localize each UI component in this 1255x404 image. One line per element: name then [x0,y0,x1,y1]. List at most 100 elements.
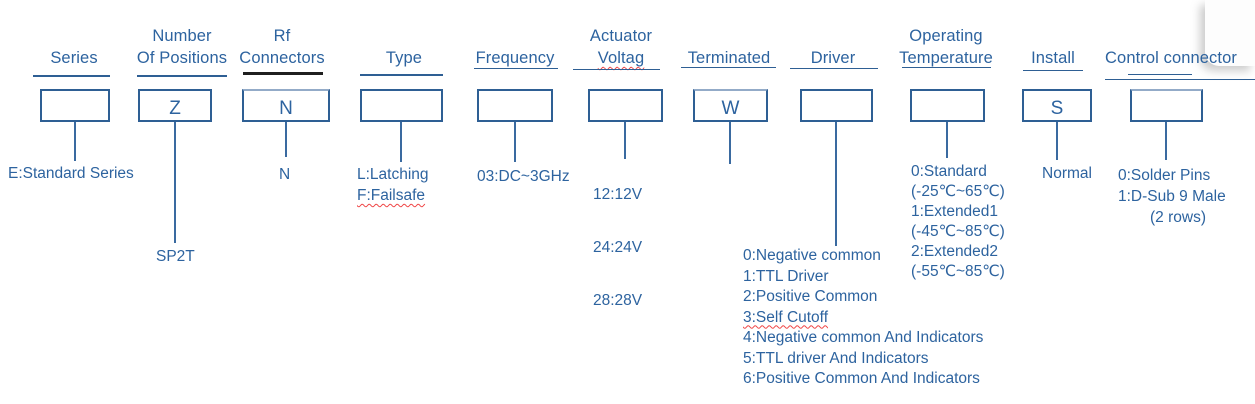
actuator-voltage-note: 12:12V [593,185,642,206]
note-line: 3:Self Cutoff [743,308,829,326]
series-box [40,89,110,122]
note-line: (-45℃~85℃) [911,223,1005,240]
note-line: 2:Positive Common [743,288,878,305]
header-line: Type [385,49,423,67]
actuator-voltage-header-underline [573,69,660,71]
install-note: Normal [1042,164,1092,185]
note-line: 6:Positive Common And Indicators [743,370,980,387]
rf-connectors-box: N [242,89,330,122]
type-header: Type [386,47,422,69]
note-line: SP2T [156,248,195,265]
number-of-positions-stem-line [174,121,176,243]
rf-connectors-stem-line [285,121,287,157]
note-line: L:Latching [357,166,429,183]
terminated-header-underline [681,67,776,69]
frequency-header: Frequency [476,47,555,69]
series-stem-line [74,121,76,161]
driver-header-underline [790,68,878,70]
header-line: Install [1031,49,1075,67]
type-header-underline [360,74,443,76]
frequency-stem-line [514,121,516,162]
header-line: Actuator [589,27,653,45]
type-box [360,89,443,122]
box-value: S [1050,98,1064,119]
install-box: S [1022,89,1092,122]
header-line: Voltag [597,49,645,67]
terminated-box: W [693,89,768,122]
note-line: 0:Negative common [743,247,881,264]
note-line: 03:DC~3GHz [477,168,570,185]
driver-header: Driver [811,47,856,69]
note-line: (-25℃~65℃) [911,183,1005,200]
box-value: Z [169,98,181,119]
operating-temperature-box [910,89,985,122]
note-line: N [279,166,291,183]
header-line: Rf [273,27,291,45]
header-line: Operating [909,27,983,45]
frequency-header-underline [474,68,558,70]
page-corner-overlay [1205,0,1255,66]
header-line: Temperature [899,49,993,67]
note-line: 5:TTL driver And Indicators [743,349,929,367]
header-line: Connectors [239,49,325,67]
actuator-voltage-box [588,89,663,122]
actuator-voltage-note: 28:28V [593,291,642,312]
control-connector-note-list: 0:Solder Pins 1:D-Sub 9 Male (2 rows) [1118,165,1226,228]
header-line: Of Positions [136,49,228,67]
note-line: Normal [1042,165,1092,182]
box-value: N [279,98,293,119]
note-line: F:Failsafe [357,187,426,204]
note-line: 24:24V [593,239,643,256]
driver-box [800,89,873,122]
note-line: (2 rows) [1150,209,1206,226]
note-line: 2:Extended2 [911,243,999,260]
rf-connectors-header: Rf Connectors [239,25,324,69]
note-line: 12:12V [593,186,643,203]
header-line: Series [50,49,98,67]
header-line: Control connector [1105,49,1237,67]
frequency-box [477,89,553,122]
header-line: Frequency [475,49,555,67]
note-line: 0:Standard [911,163,987,180]
number-of-positions-box: Z [138,89,212,122]
rf-connectors-note: N [279,165,290,186]
note-line: 1:D-Sub 9 Male [1118,188,1226,205]
operating-temperature-header: Operating Temperature [899,25,993,69]
type-note: L:Latching F:Failsafe [357,164,429,206]
control-connector-header: Control connector [1105,47,1237,69]
actuator-voltage-stem-line [624,121,626,159]
actuator-voltage-note: 24:24V [593,238,642,259]
header-line: Number [152,27,212,45]
install-header-underline [1023,70,1083,72]
type-stem-line [400,121,402,162]
header-line: Terminated [687,49,771,67]
header-line: Driver [810,49,856,67]
series-header: Series [50,47,97,69]
control-connector-stem-line [1165,120,1167,160]
control-connector-header-underline-short [1128,74,1192,76]
control-connector-box [1130,89,1203,122]
actuator-voltage-header: Actuator Voltag [590,25,652,69]
driver-note-list: 0:Negative common 1:TTL Driver 2:Positiv… [743,246,983,390]
series-note: E:Standard Series [8,164,134,185]
note-line: 28:28V [593,292,643,309]
driver-stem-line [835,121,837,246]
rf-connectors-header-underline [243,72,323,75]
control-connector-header-underline-long [1105,79,1255,81]
note-line: 1:TTL Driver [743,267,829,285]
number-of-positions-header: Number Of Positions [137,25,227,69]
terminated-stem-line [729,120,731,164]
install-stem-line [1056,120,1058,160]
number-of-positions-note: SP2T [156,247,195,268]
operating-temperature-stem-line [946,121,948,158]
note-line: 1:Extended1 [911,203,999,220]
frequency-note: 03:DC~3GHz [477,167,570,188]
terminated-header: Terminated [688,47,771,69]
series-header-underline [33,75,110,77]
install-header: Install [1031,47,1075,69]
operating-temperature-note-list: 0:Standard (-25℃~65℃) 1:Extended1 (-45℃~… [911,162,1005,282]
number-of-positions-header-underline [137,75,227,77]
note-line: 0:Solder Pins [1118,167,1211,184]
box-value: W [721,98,740,119]
